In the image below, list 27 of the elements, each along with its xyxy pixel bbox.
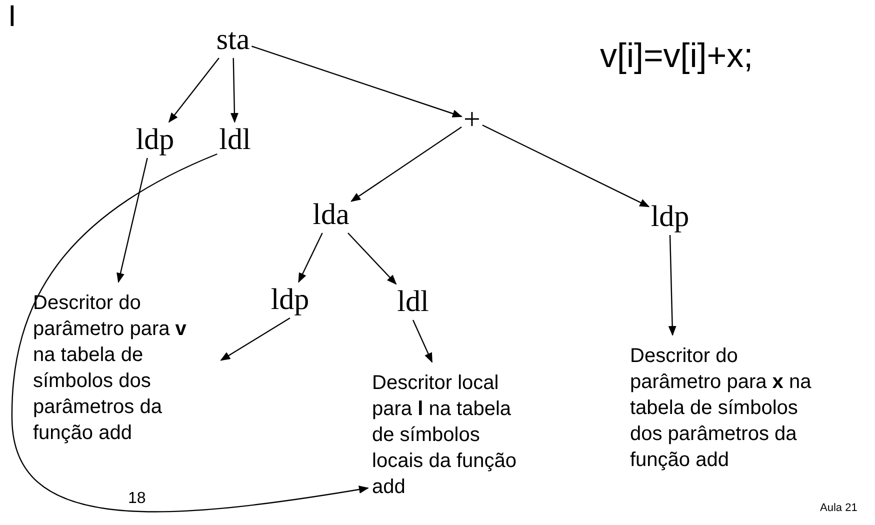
descriptor-text: Descritor local para l na tabela de símbolos locais da função add	[372, 370, 522, 500]
arrow	[251, 46, 462, 118]
arrow	[11, 153, 369, 512]
tree-node-label: ldp	[136, 124, 174, 156]
tree-node-label: ldp	[650, 201, 690, 233]
arrow	[348, 232, 397, 285]
tree-node-label: +	[464, 104, 480, 136]
tree-node-label: sta	[216, 24, 250, 56]
tree-node-label: ldl	[397, 286, 429, 318]
tree-node-label: ldp	[270, 284, 310, 316]
arrow	[482, 124, 650, 208]
arrow	[412, 320, 433, 363]
descriptor-text: Descritor do parâmetro para v na tabela de símbolos dos parâmetros da função add	[33, 290, 211, 446]
title-fragment: I	[8, 0, 16, 33]
arrow	[350, 126, 462, 202]
arrow	[298, 232, 323, 283]
code-statement: v[i]=v[i]+x;	[600, 38, 754, 76]
descriptor-text: Descritor do parâmetro para x na tabela de símbolos dos parâmetros da função add	[630, 343, 815, 473]
tree-node-label: ldl	[219, 124, 251, 156]
arrow	[668, 234, 676, 336]
arrow	[220, 317, 290, 361]
arrow	[230, 58, 238, 123]
tree-node-label: lda	[312, 199, 350, 231]
page-number: 18	[128, 490, 146, 508]
arrow	[116, 158, 148, 283]
arrow	[168, 58, 220, 123]
slide-footer: Aula 21	[820, 502, 858, 514]
